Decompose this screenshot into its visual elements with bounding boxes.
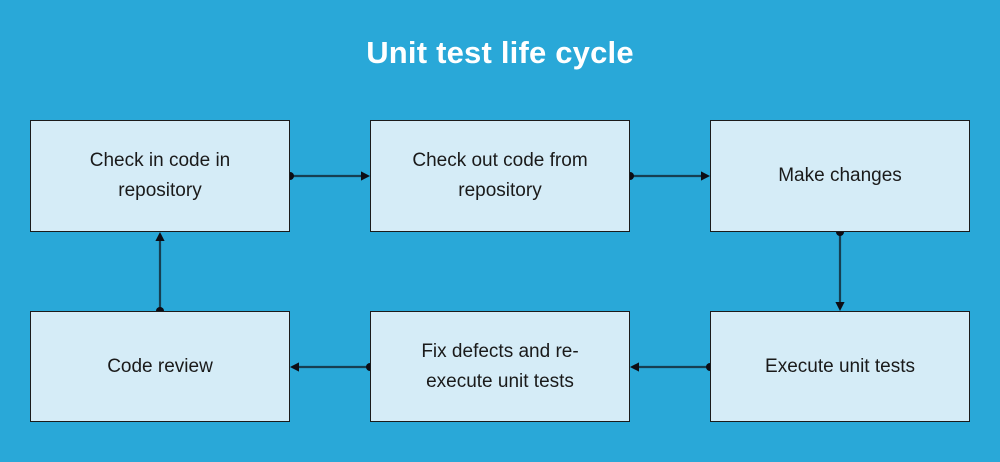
node-label: Execute unit tests: [765, 355, 915, 377]
node-label: Check out code from repository: [412, 150, 588, 201]
edge-arrowhead-icon: [835, 302, 845, 311]
edge-arrowhead-icon: [361, 171, 370, 181]
node-label: Make changes: [778, 165, 902, 186]
edge-arrowhead-icon: [155, 232, 165, 241]
edge-arrowhead-icon: [630, 362, 639, 372]
edge-check-in-to-check-out: [286, 171, 370, 181]
node-label: Check in code in repository: [89, 150, 231, 201]
edge-check-out-to-make-changes: [626, 171, 710, 181]
node-fix-defects[interactable]: Fix defects and re- execute unit tests: [370, 311, 630, 422]
edge-make-changes-to-execute: [835, 228, 845, 311]
edge-arrowhead-icon: [290, 362, 299, 372]
page-title: Unit test life cycle: [366, 35, 634, 70]
node-check-in-code[interactable]: Check in code in repository: [30, 120, 290, 232]
node-execute-unit-tests[interactable]: Execute unit tests: [710, 311, 970, 422]
edge-execute-to-fix-defects: [630, 362, 714, 372]
node-label: Fix defects and re- execute unit tests: [421, 340, 579, 392]
edge-arrowhead-icon: [701, 171, 710, 181]
node-label: Code review: [107, 355, 213, 377]
node-make-changes[interactable]: Make changes: [710, 120, 970, 232]
edge-fix-defects-to-code-review: [290, 362, 374, 372]
edge-code-review-to-check-in: [155, 232, 165, 315]
node-check-out-code[interactable]: Check out code from repository: [370, 120, 630, 232]
node-code-review[interactable]: Code review: [30, 311, 290, 422]
